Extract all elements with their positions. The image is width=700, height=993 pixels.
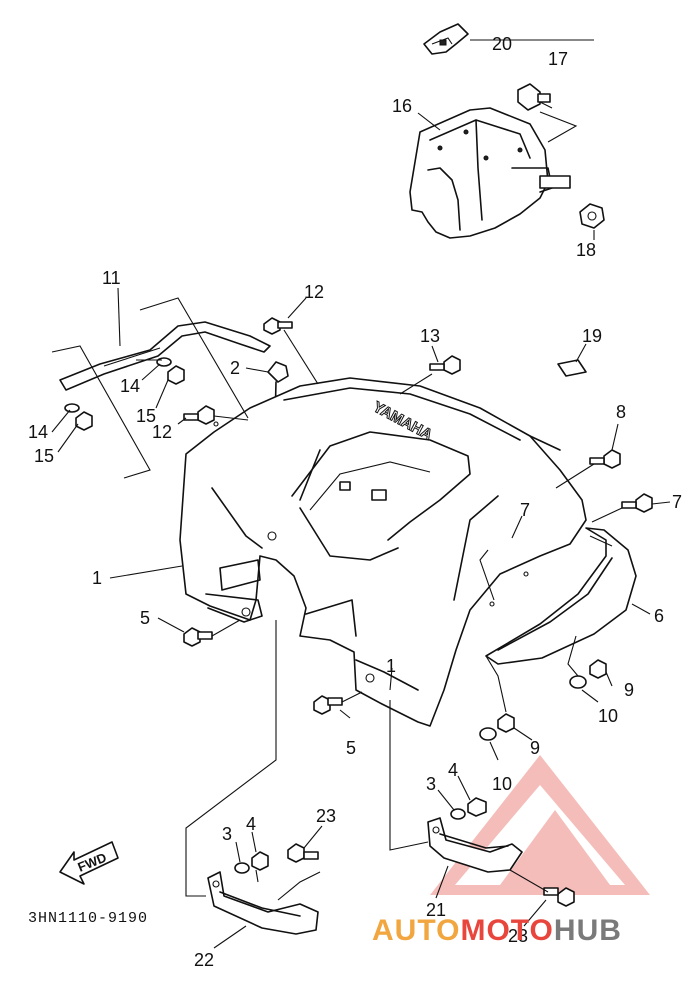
part-15-nut-lower	[75, 411, 93, 431]
part-3-washer-right	[450, 808, 466, 820]
callout-12-lower: 12	[152, 422, 172, 442]
callout-21: 21	[426, 900, 446, 920]
part-3-washer-left	[234, 862, 250, 874]
callout-14-lower: 14	[28, 422, 48, 442]
callout-22: 22	[194, 950, 214, 970]
watermark-text: AUTOMOTOHUB	[372, 914, 622, 947]
part-16-housing	[409, 107, 571, 239]
callout-5-lower: 5	[346, 738, 356, 758]
part-14-washer-lower	[64, 403, 80, 413]
watermark-part-3: HUB	[554, 914, 622, 947]
svg-text:AUTOMOTOHUB: AUTOMOTOHUB	[372, 914, 622, 947]
callout-23-right: 23	[508, 926, 528, 946]
part-15-nut-upper	[167, 365, 185, 385]
callout-18: 18	[576, 240, 596, 260]
part-7-bolt-right	[621, 493, 653, 513]
callout-7-right: 7	[672, 492, 682, 512]
part-9-nut-mid	[497, 713, 515, 733]
part-23-bolt-right	[543, 887, 575, 907]
callout-9-right: 9	[624, 680, 634, 700]
callout-5-left: 5	[140, 608, 150, 628]
callout-10-mid: 10	[492, 774, 512, 794]
callout-1-left: 1	[92, 568, 102, 588]
watermark-logo	[430, 755, 650, 895]
part-13-bolt	[429, 355, 461, 375]
part-4-nut-left	[251, 851, 269, 871]
part-6-side-flap	[485, 527, 637, 665]
callout-4-left: 4	[246, 814, 256, 834]
callout-20: 20	[492, 34, 512, 54]
callout-7-mid: 7	[520, 500, 530, 520]
part-8-bolt	[589, 449, 621, 469]
callout-12-upper: 12	[304, 282, 324, 302]
callout-11: 11	[102, 268, 121, 288]
watermark-part-2: MOTO	[460, 914, 553, 947]
callout-6: 6	[654, 606, 664, 626]
callout-3-right: 3	[426, 774, 436, 794]
callout-14-upper: 14	[120, 376, 140, 396]
part-10-washer-right	[569, 675, 587, 689]
callout-4-right: 4	[448, 760, 458, 780]
part-4-nut-right	[467, 797, 487, 817]
callout-15-lower: 15	[34, 446, 54, 466]
part-23-bolt-left	[287, 843, 319, 863]
part-10-washer-mid	[479, 727, 497, 741]
part-18-nut	[579, 203, 605, 229]
callout-3-left: 3	[222, 824, 232, 844]
part-code: 3HN1110-9190	[28, 910, 148, 927]
callout-15-upper: 15	[136, 406, 156, 426]
part-5-bolt-lower	[313, 695, 343, 715]
callout-13: 13	[420, 326, 440, 346]
part-17-bolt	[517, 83, 551, 111]
leader-lines	[51, 39, 671, 949]
part-21-stay	[427, 817, 523, 873]
callout-labels: 20 17 16 18 11 12 13 19 2 14 15 12 14 15…	[28, 34, 682, 970]
callout-19: 19	[582, 326, 602, 346]
callout-9-mid: 9	[530, 738, 540, 758]
callout-16: 16	[392, 96, 412, 116]
part-9-nut-right	[589, 659, 607, 679]
fwd-direction-arrow: FWD	[59, 841, 119, 885]
callout-23-left: 23	[316, 806, 336, 826]
part-11-grab-rail	[59, 321, 271, 391]
part-20-clip	[423, 23, 469, 55]
part-1-rear-fender	[179, 377, 587, 727]
callout-17: 17	[548, 49, 568, 69]
callout-1-lower: 1	[386, 656, 396, 676]
part-5-bolt-left	[183, 627, 213, 647]
part-19-pad	[557, 359, 587, 377]
callout-2: 2	[230, 358, 240, 378]
part-12-bolt-upper	[263, 317, 293, 335]
callout-8: 8	[616, 402, 626, 422]
watermark-part-1: AUTO	[372, 914, 460, 947]
callout-10-right: 10	[598, 706, 618, 726]
part-22-stay	[207, 871, 319, 935]
part-12-bolt-lower	[183, 405, 215, 425]
